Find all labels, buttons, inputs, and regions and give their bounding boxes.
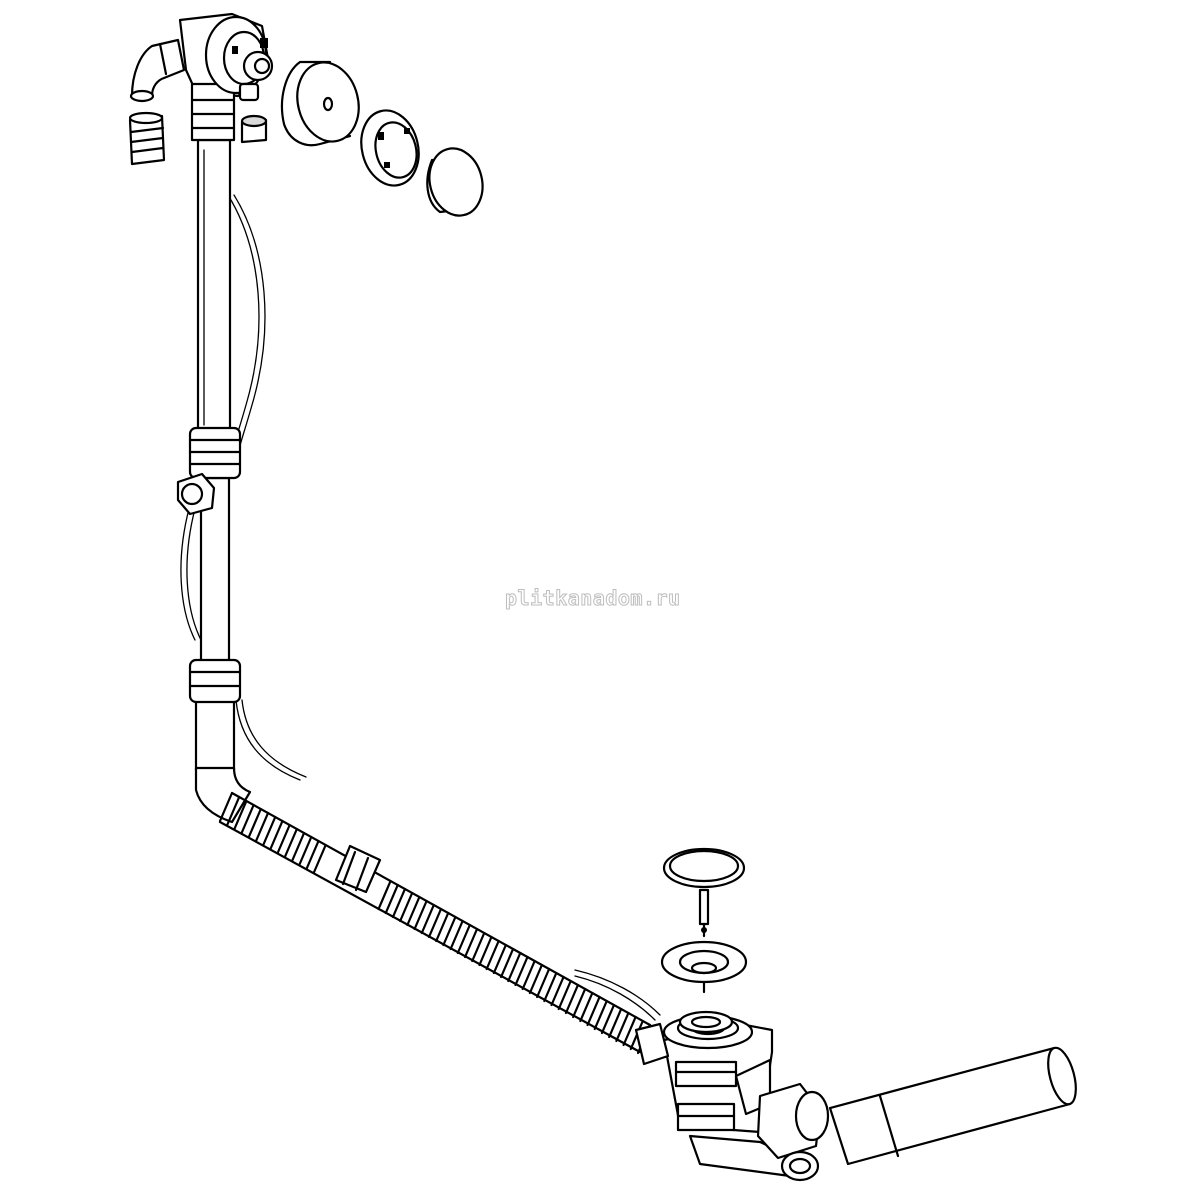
riser-coupling-lower — [188, 658, 242, 704]
hose-rib — [478, 935, 493, 967]
hose-rib — [406, 895, 421, 927]
hose-rib — [521, 959, 536, 991]
drain-strainer — [660, 940, 748, 994]
hose-rib — [564, 983, 580, 1015]
hose-rib — [615, 1011, 630, 1043]
drain-plug-cap — [662, 847, 746, 889]
hose-rib — [586, 995, 601, 1027]
hose-rib — [218, 791, 234, 823]
hose-rib — [399, 891, 414, 923]
lower-bend — [194, 766, 252, 824]
overflow-cap — [426, 147, 484, 217]
hose-rib — [449, 919, 464, 951]
hose-rib — [557, 979, 572, 1011]
hose-rib — [240, 803, 255, 835]
hose-rib — [276, 823, 291, 855]
small-seal — [240, 114, 268, 144]
rosette-ring — [360, 109, 420, 187]
threaded-nut — [128, 111, 166, 166]
hose-rib — [600, 1003, 616, 1035]
hose-rib — [391, 887, 407, 919]
hose-rib — [442, 915, 457, 947]
hose-rib — [312, 843, 327, 875]
plug-stem — [698, 888, 710, 938]
hose-rib — [608, 1007, 623, 1039]
hose-rib — [528, 963, 543, 995]
hose-rib — [463, 927, 479, 959]
outlet-pipe — [828, 1046, 1077, 1166]
hose-rib — [420, 903, 435, 935]
hose-rib — [305, 839, 320, 871]
hose-rib — [254, 811, 270, 843]
corrugated-hose — [218, 791, 652, 1055]
hose-rib — [384, 883, 399, 915]
hose-rib — [507, 951, 522, 983]
hose-rib — [550, 975, 565, 1007]
hose-rib — [485, 939, 500, 971]
hose-rib — [456, 923, 471, 955]
hose-rib — [233, 799, 248, 831]
hose-rib — [427, 907, 443, 939]
hose-rib — [435, 911, 450, 943]
hose-rib — [247, 807, 262, 839]
hose-rib — [298, 835, 313, 867]
hose-rib — [572, 987, 587, 1019]
hose-rib — [262, 815, 277, 847]
overflow-rosette — [280, 60, 360, 147]
hose-rib — [492, 943, 507, 975]
hose-rib — [471, 931, 486, 963]
hose-rib — [543, 971, 558, 1003]
hose-rib — [622, 1015, 637, 1047]
hose-rib — [499, 947, 515, 979]
hose-rib — [290, 831, 306, 863]
hose-rib — [536, 967, 551, 999]
elbow-fitting — [129, 38, 186, 103]
hose-rib — [514, 955, 529, 987]
waste-trap — [634, 1010, 830, 1182]
hose-rib — [579, 991, 594, 1023]
hose-rib — [413, 899, 428, 931]
hose-rib — [269, 819, 284, 851]
hose-rib — [226, 795, 241, 827]
watermark-text: plitkanadom.ru — [505, 586, 681, 611]
hose-coupling — [334, 844, 382, 894]
side-nut — [176, 472, 216, 516]
riser-coupling-upper — [188, 426, 242, 480]
overflow-head — [178, 12, 274, 142]
hose-ribs — [218, 791, 652, 1055]
hose-rib — [377, 879, 392, 911]
hose-rib — [593, 999, 608, 1031]
hose-rib — [283, 827, 298, 859]
